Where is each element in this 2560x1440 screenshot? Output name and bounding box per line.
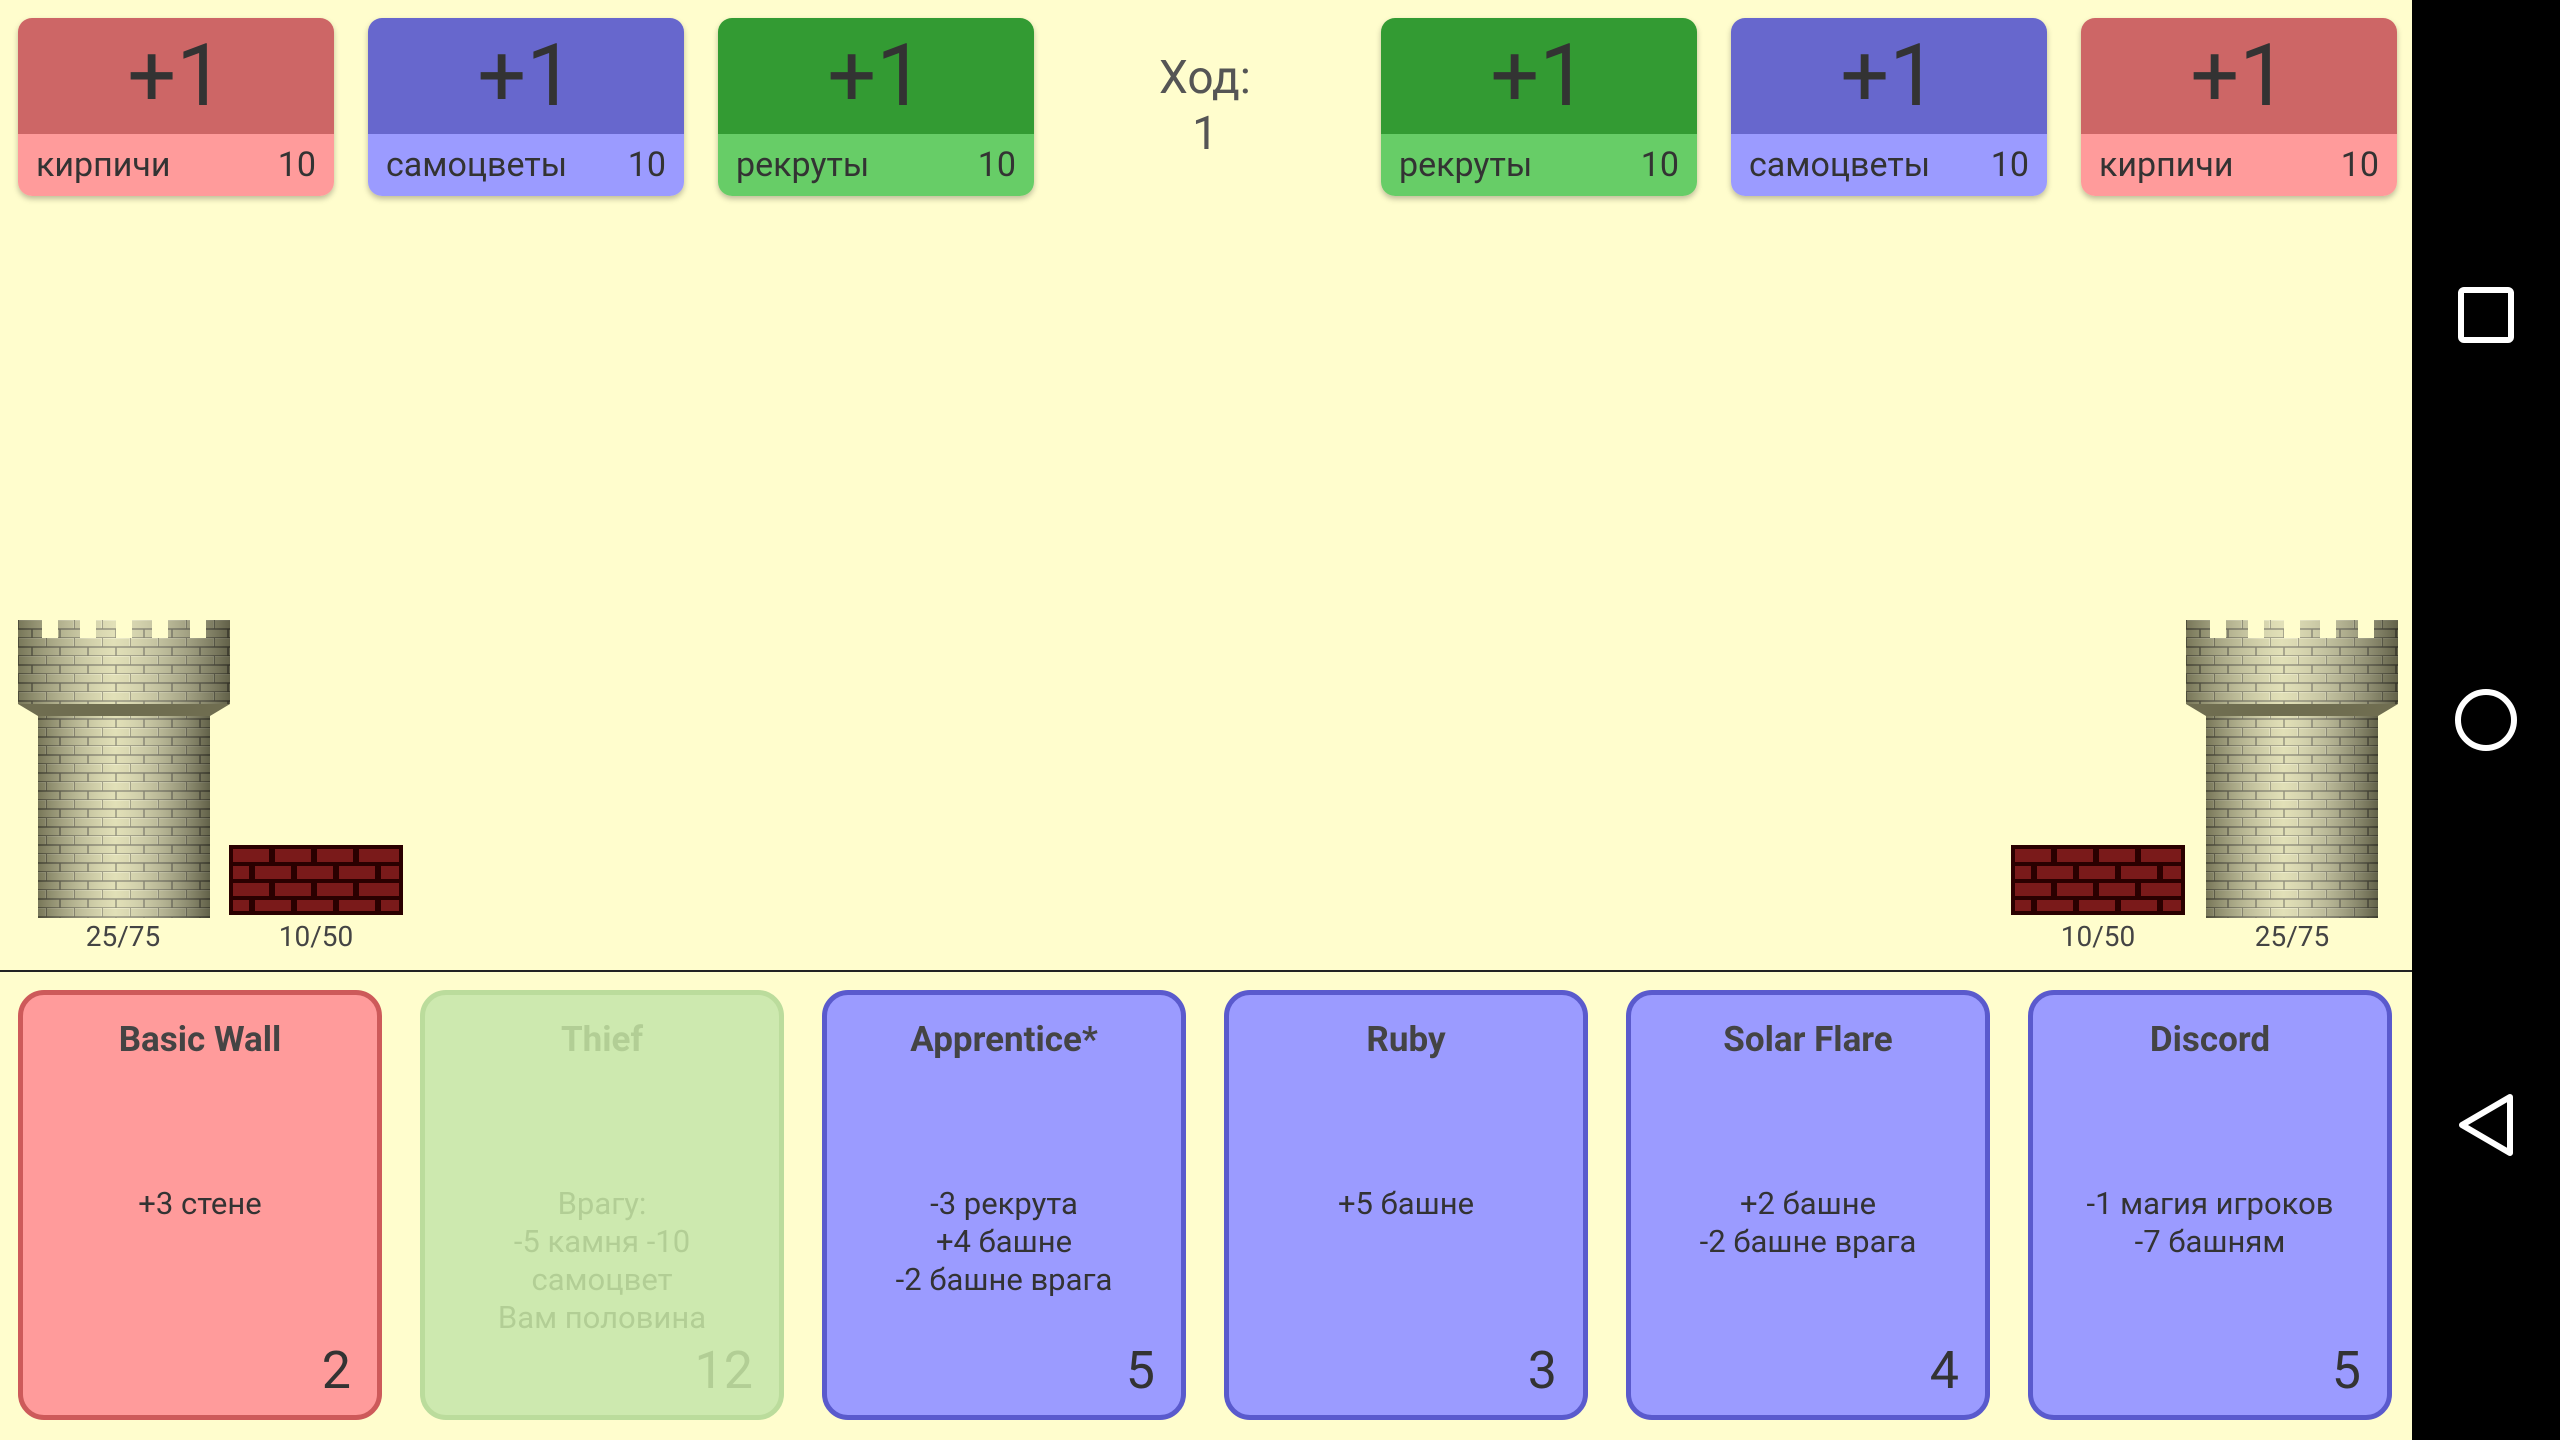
card-cost: 5 [2331, 1340, 2361, 1401]
right-gems-label: самоцветы [1749, 145, 1931, 185]
home-button[interactable] [2412, 650, 2560, 790]
card-cost: 12 [694, 1340, 753, 1401]
right-gems-panel: +1 самоцветы 10 [1731, 18, 2047, 196]
card-apprentice[interactable]: Apprentice* -3 рекрута +4 башне -2 башне… [822, 990, 1186, 1420]
card-cost: 4 [1929, 1340, 1959, 1401]
turn-number: 1 [1192, 107, 1218, 161]
right-recruits-label: рекруты [1399, 145, 1533, 185]
right-bricks-panel: +1 кирпичи 10 [2081, 18, 2397, 196]
right-recruits-amount: 10 [1640, 145, 1679, 185]
right-bricks-label: кирпичи [2099, 145, 2234, 185]
recents-button[interactable] [2412, 245, 2560, 385]
right-recruits-delta: +1 [1381, 18, 1697, 134]
right-bricks-delta: +1 [2081, 18, 2397, 134]
card-cost: 2 [321, 1340, 351, 1401]
left-bricks-label: кирпичи [36, 145, 171, 185]
card-title: Solar Flare [1723, 1019, 1893, 1060]
card-basic-wall[interactable]: Basic Wall +3 стене 2 [18, 990, 382, 1420]
left-recruits-panel: +1 рекруты 10 [718, 18, 1034, 196]
system-navigation-bar [2412, 0, 2560, 1440]
left-recruits-amount: 10 [977, 145, 1016, 185]
card-description: -1 магия игроков -7 башням [2086, 1185, 2334, 1260]
card-cost: 5 [1125, 1340, 1155, 1401]
right-bricks-amount: 10 [2340, 145, 2379, 185]
card-ruby[interactable]: Ruby +5 башне 3 [1224, 990, 1588, 1420]
left-gems-delta: +1 [368, 18, 684, 134]
card-description: Врагу: -5 камня -10 самоцвет Вам половин… [497, 1185, 707, 1336]
card-description: -3 рекрута +4 башне -2 башне врага [895, 1185, 1113, 1298]
card-cost: 3 [1527, 1340, 1557, 1401]
left-bricks-amount: 10 [277, 145, 316, 185]
card-title: Discord [2149, 1019, 2271, 1060]
left-recruits-label: рекруты [736, 145, 870, 185]
left-gems-panel: +1 самоцветы 10 [368, 18, 684, 196]
left-bricks-delta: +1 [18, 18, 334, 134]
left-wall-height: 10/50 [278, 920, 354, 953]
right-wall-height: 10/50 [2060, 920, 2136, 953]
left-wall [229, 845, 403, 915]
card-description: +2 башне -2 башне врага [1699, 1185, 1917, 1260]
home-circle-icon [2455, 689, 2517, 751]
right-gems-delta: +1 [1731, 18, 2047, 134]
left-recruits-delta: +1 [718, 18, 1034, 134]
right-recruits-panel: +1 рекруты 10 [1381, 18, 1697, 196]
card-discord[interactable]: Discord -1 магия игроков -7 башням 5 [2028, 990, 2392, 1420]
game-board: +1 кирпичи 10 +1 самоцветы 10 +1 рекруты… [0, 0, 2412, 1440]
left-gems-label: самоцветы [386, 145, 568, 185]
right-wall [2011, 845, 2185, 915]
card-title: Apprentice* [910, 1019, 1098, 1060]
right-tower [2186, 620, 2398, 918]
card-title: Thief [561, 1019, 643, 1060]
divider [0, 970, 2412, 972]
turn-indicator: Ход: 1 [1105, 50, 1305, 162]
card-title: Ruby [1366, 1019, 1446, 1060]
recents-square-icon [2458, 287, 2514, 343]
left-tower [18, 620, 230, 918]
left-gems-amount: 10 [627, 145, 666, 185]
card-title: Basic Wall [118, 1019, 282, 1060]
left-tower-height: 25/75 [85, 920, 161, 953]
card-thief[interactable]: Thief Врагу: -5 камня -10 самоцвет Вам п… [420, 990, 784, 1420]
back-triangle-icon [2459, 1094, 2513, 1156]
right-tower-height: 25/75 [2254, 920, 2330, 953]
card-description: +5 башне [1337, 1185, 1475, 1222]
right-gems-amount: 10 [1990, 145, 2029, 185]
card-description: +3 стене [138, 1185, 262, 1222]
card-solar-flare[interactable]: Solar Flare +2 башне -2 башне врага 4 [1626, 990, 1990, 1420]
turn-label: Ход: [1159, 51, 1251, 105]
back-button[interactable] [2412, 1055, 2560, 1195]
left-bricks-panel: +1 кирпичи 10 [18, 18, 334, 196]
